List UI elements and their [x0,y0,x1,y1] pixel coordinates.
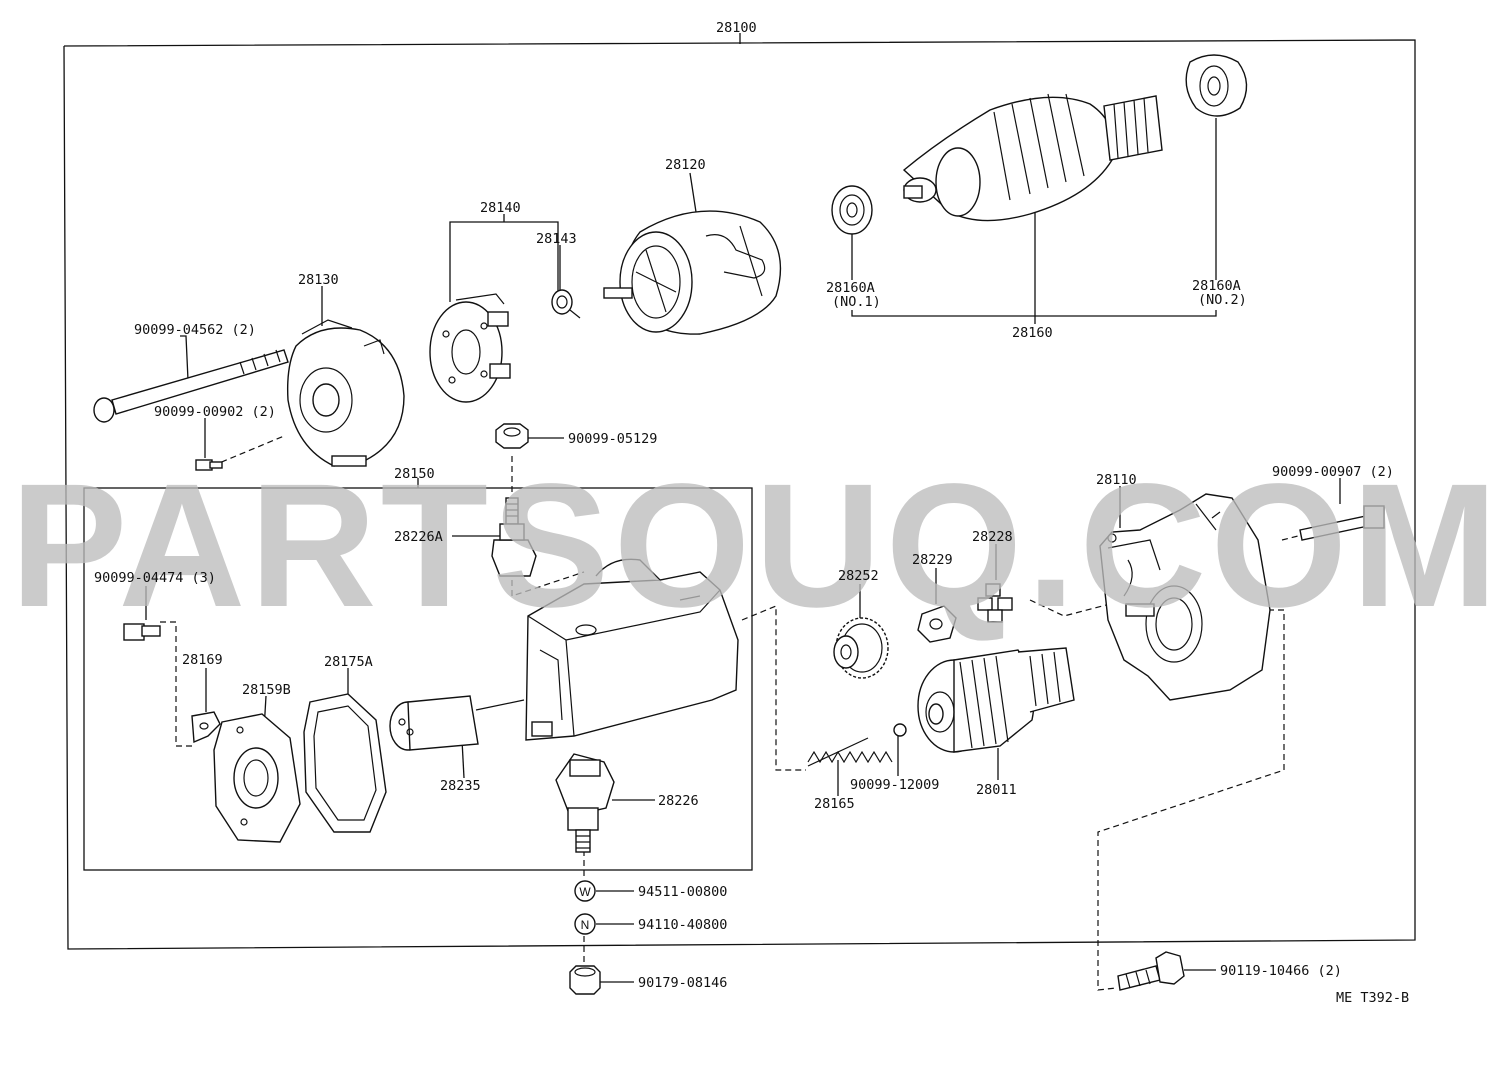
washer-letter-w: W [579,885,591,899]
label-28160a-no1-sub[interactable]: (NO.1) [832,294,881,310]
armature-28160[interactable] [902,93,1163,222]
through-bolt-90099-04562[interactable] [93,349,289,423]
label-28160[interactable]: 28160 [1012,325,1053,341]
label-28160a-no1[interactable]: 28160A [826,280,875,296]
plunger-28235[interactable] [389,695,525,751]
label-90099-12009[interactable]: 90099-12009 [850,777,939,793]
label-28120[interactable]: 28120 [665,157,706,173]
label-28165[interactable]: 28165 [814,796,855,812]
label-28228[interactable]: 28228 [972,529,1013,545]
label-28235[interactable]: 28235 [440,778,481,794]
return-spring-28165[interactable] [807,737,893,767]
frames [63,33,1416,950]
label-28110[interactable]: 28110 [1096,472,1137,488]
label-90099-00902[interactable]: 90099-00902 (2) [154,404,276,420]
label-90099-04562[interactable]: 90099-04562 (2) [134,322,256,338]
label-28100[interactable]: 28100 [716,20,757,36]
alignment-lines [160,435,1299,991]
label-94110-40800[interactable]: 94110-40800 [638,917,727,933]
terminal-28226[interactable] [555,753,615,853]
bearing-28160a-no1[interactable] [831,185,873,235]
idler-gear-28252[interactable] [833,617,889,679]
brush-spring-28143[interactable] [551,289,581,319]
washer-94511-00800[interactable]: W [574,880,596,902]
steel-ball-90099-12009[interactable] [893,723,907,737]
contact-plate-28159b[interactable] [213,713,301,843]
label-90099-00907[interactable]: 90099-00907 (2) [1272,464,1394,480]
label-28140[interactable]: 28140 [480,200,521,216]
label-28226a[interactable]: 28226A [394,529,443,545]
nut-94110-40800[interactable]: N [574,913,596,935]
label-28143[interactable]: 28143 [536,231,577,247]
label-28011[interactable]: 28011 [976,782,1017,798]
label-28159b[interactable]: 28159B [242,682,291,698]
leader-lines [145,118,1341,983]
part-labels: 28100 28120 28140 28143 28130 90099-0456… [94,20,1409,1006]
label-28130[interactable]: 28130 [298,272,339,288]
watermark-text: PARTSOUQ.COM [10,448,1502,644]
assembly-frame-28100 [63,39,1416,950]
screw-90099-00902[interactable] [195,459,223,471]
magnetic-switch-housing[interactable] [525,558,739,741]
label-28252[interactable]: 28252 [838,568,879,584]
reference-code: ME T392-B [1336,990,1409,1006]
label-94511-00800[interactable]: 94511-00800 [638,884,727,900]
starter-housing-28110[interactable] [1099,493,1271,701]
terminal-bolt-28226a[interactable] [491,497,537,577]
brush-holder-28140[interactable] [429,293,511,403]
starter-clutch-28011[interactable] [917,647,1075,753]
nut-90099-05129[interactable] [495,423,529,449]
retainer-28229[interactable] [917,605,957,643]
clamp-28169[interactable] [191,711,221,744]
label-28229[interactable]: 28229 [912,552,953,568]
label-90179-08146[interactable]: 90179-08146 [638,975,727,991]
label-28169[interactable]: 28169 [182,652,223,668]
washer-letter-n: N [581,918,590,932]
field-frame-28120[interactable] [603,210,782,335]
label-28150[interactable]: 28150 [394,466,435,482]
nut-90179-08146[interactable] [569,965,601,995]
label-28160a-no2-sub[interactable]: (NO.2) [1198,292,1247,308]
bearing-28160a-no2[interactable] [1185,54,1248,117]
bolt-90119-10466[interactable] [1117,951,1185,991]
gasket-28175a[interactable] [303,693,387,833]
bolt-90099-00907[interactable] [1299,505,1385,541]
screw-90099-04474[interactable] [123,623,161,641]
label-28175a[interactable]: 28175A [324,654,373,670]
commutator-end-frame-28130[interactable] [286,319,405,467]
label-28226[interactable]: 28226 [658,793,699,809]
label-90119-10466[interactable]: 90119-10466 (2) [1220,963,1342,979]
label-90099-04474[interactable]: 90099-04474 (3) [94,570,216,586]
label-28160a-no2[interactable]: 28160A [1192,278,1241,294]
label-90099-05129[interactable]: 90099-05129 [568,431,657,447]
rollers-28228[interactable] [977,583,1013,623]
